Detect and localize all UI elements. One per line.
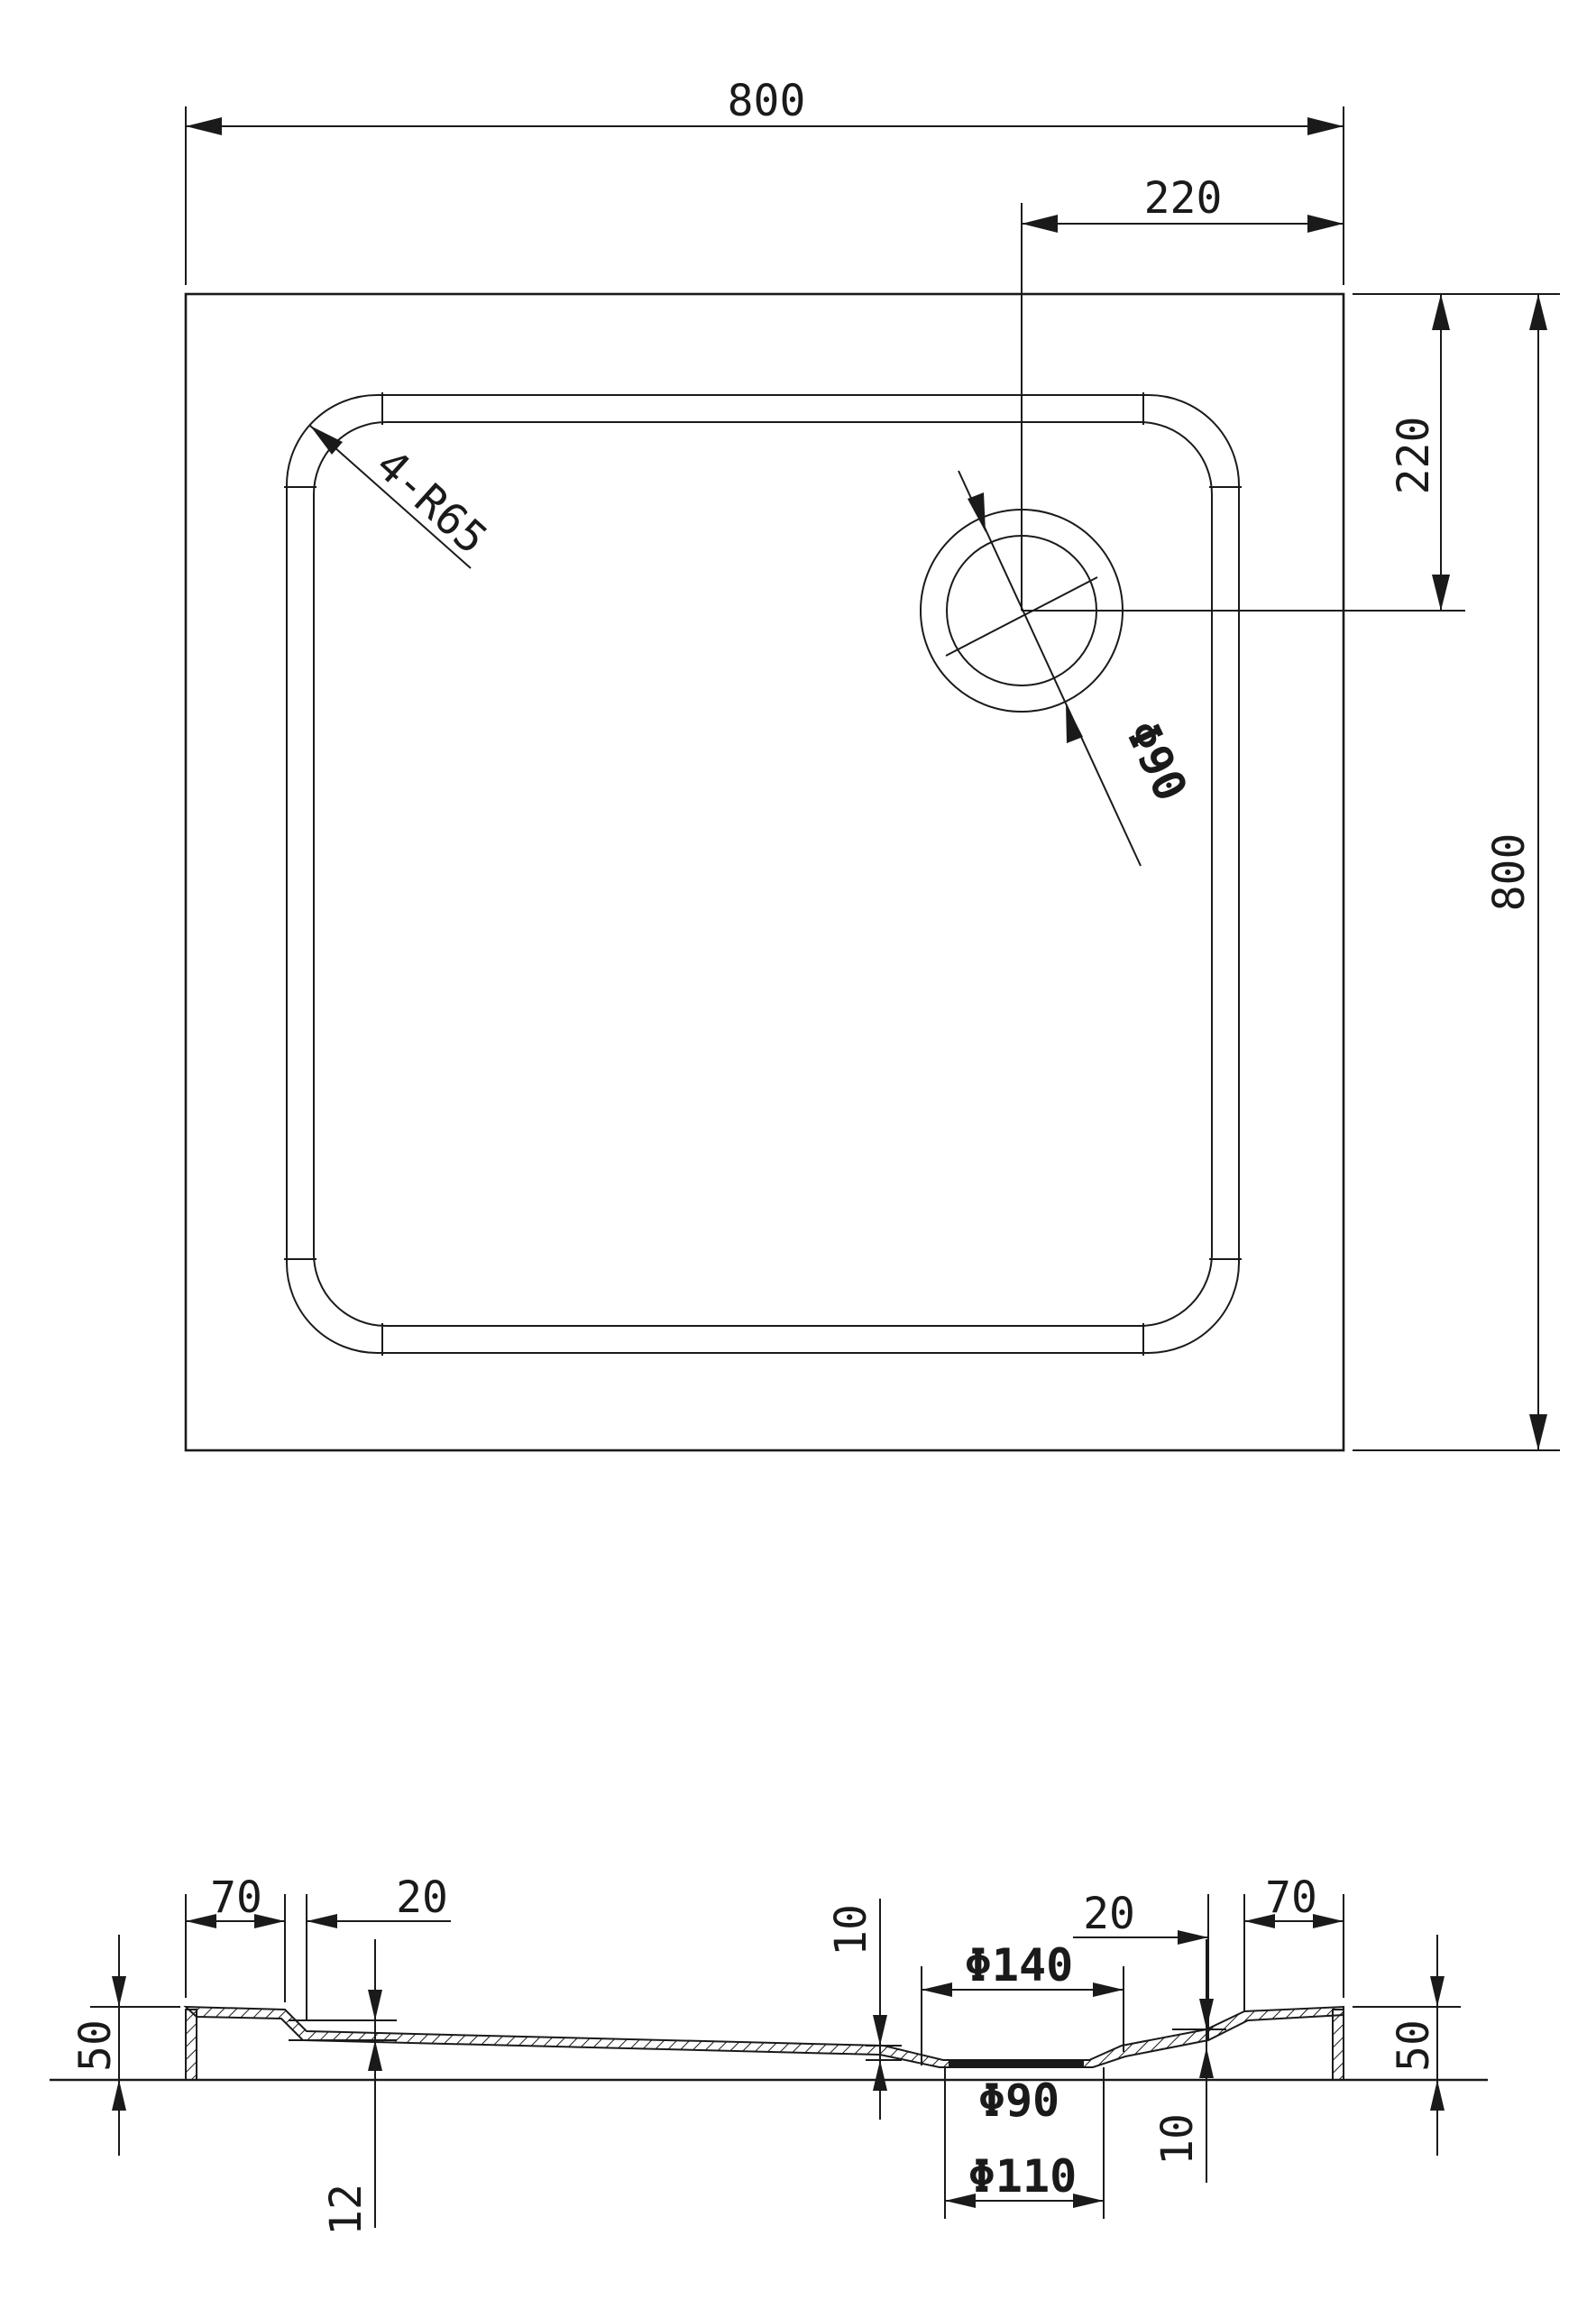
drain-pipe-diameter-label: Φ110	[968, 2150, 1077, 2203]
drain-inner-diameter-dimension: Φ90	[978, 2074, 1059, 2127]
height-label: 800	[1484, 833, 1535, 912]
drain-diameter-leader: Φ90	[958, 470, 1197, 867]
drain-offset-x-label: 220	[1144, 173, 1223, 224]
drain-inner-diameter-label: Φ90	[978, 2074, 1059, 2127]
drain-cover-section	[949, 2060, 1084, 2067]
left-rim-label: 70	[210, 1872, 262, 1923]
left-step-dimension: 20	[306, 1872, 451, 2020]
right-step-label: 20	[1083, 1889, 1135, 1939]
drain-cross-line	[945, 576, 1098, 657]
tray-outline	[184, 292, 1345, 1452]
drain-diameter-label: Φ90	[1115, 713, 1197, 809]
left-rim-dimension: 70	[185, 1872, 286, 2002]
basin-outer-edge	[286, 394, 1240, 1354]
section-view: 70 20 50 12	[50, 1872, 1488, 2236]
drain-pipe-diameter-dimension: Φ110	[944, 2067, 1105, 2219]
width-label: 800	[728, 76, 806, 126]
floor-thickness-dimension: 12	[289, 1939, 397, 2236]
drain-offset-y-label: 220	[1389, 417, 1439, 495]
drain-depth-bottom-dimension: 10	[1152, 1939, 1226, 2183]
drain-offset-x-dimension: 220	[1021, 173, 1344, 611]
right-rim-dimension: 70	[1243, 1872, 1344, 2011]
right-wall-section	[1332, 2009, 1344, 2081]
basin-rim-ticks	[284, 392, 1242, 1356]
drain-outer-diameter-label: Φ140	[965, 1939, 1073, 1992]
corner-radius-label: 4-R65	[366, 439, 497, 564]
right-height-dimension: 50	[1389, 1935, 1445, 2156]
tray-body-section	[183, 2005, 1344, 2068]
basin-inner-edge	[313, 421, 1213, 1327]
floor-thickness-label: 12	[321, 2184, 371, 2236]
height-dimension: 800	[1353, 294, 1560, 1451]
width-dimension: 800	[185, 76, 1344, 285]
drain-depth-top-label: 10	[826, 1904, 876, 1956]
drain-depth-bottom-label: 10	[1152, 2113, 1203, 2166]
right-height-label: 50	[1389, 2019, 1439, 2072]
left-step-label: 20	[396, 1872, 448, 1923]
drain-depth-top-dimension: 10	[826, 1899, 902, 2120]
drain-offset-y-dimension: 220	[1022, 293, 1560, 612]
left-height-label: 50	[70, 2019, 121, 2072]
right-rim-label: 70	[1265, 1872, 1317, 1923]
right-step-dimension: 20	[1073, 1889, 1209, 2040]
corner-radius-leader: 4-R65	[309, 425, 497, 569]
drain-outer-diameter-dimension: Φ140	[921, 1939, 1124, 2065]
plan-view: 800 220 220 800	[184, 76, 1560, 1452]
left-wall-section	[185, 2009, 197, 2081]
left-height-dimension: 50	[70, 1935, 126, 2156]
